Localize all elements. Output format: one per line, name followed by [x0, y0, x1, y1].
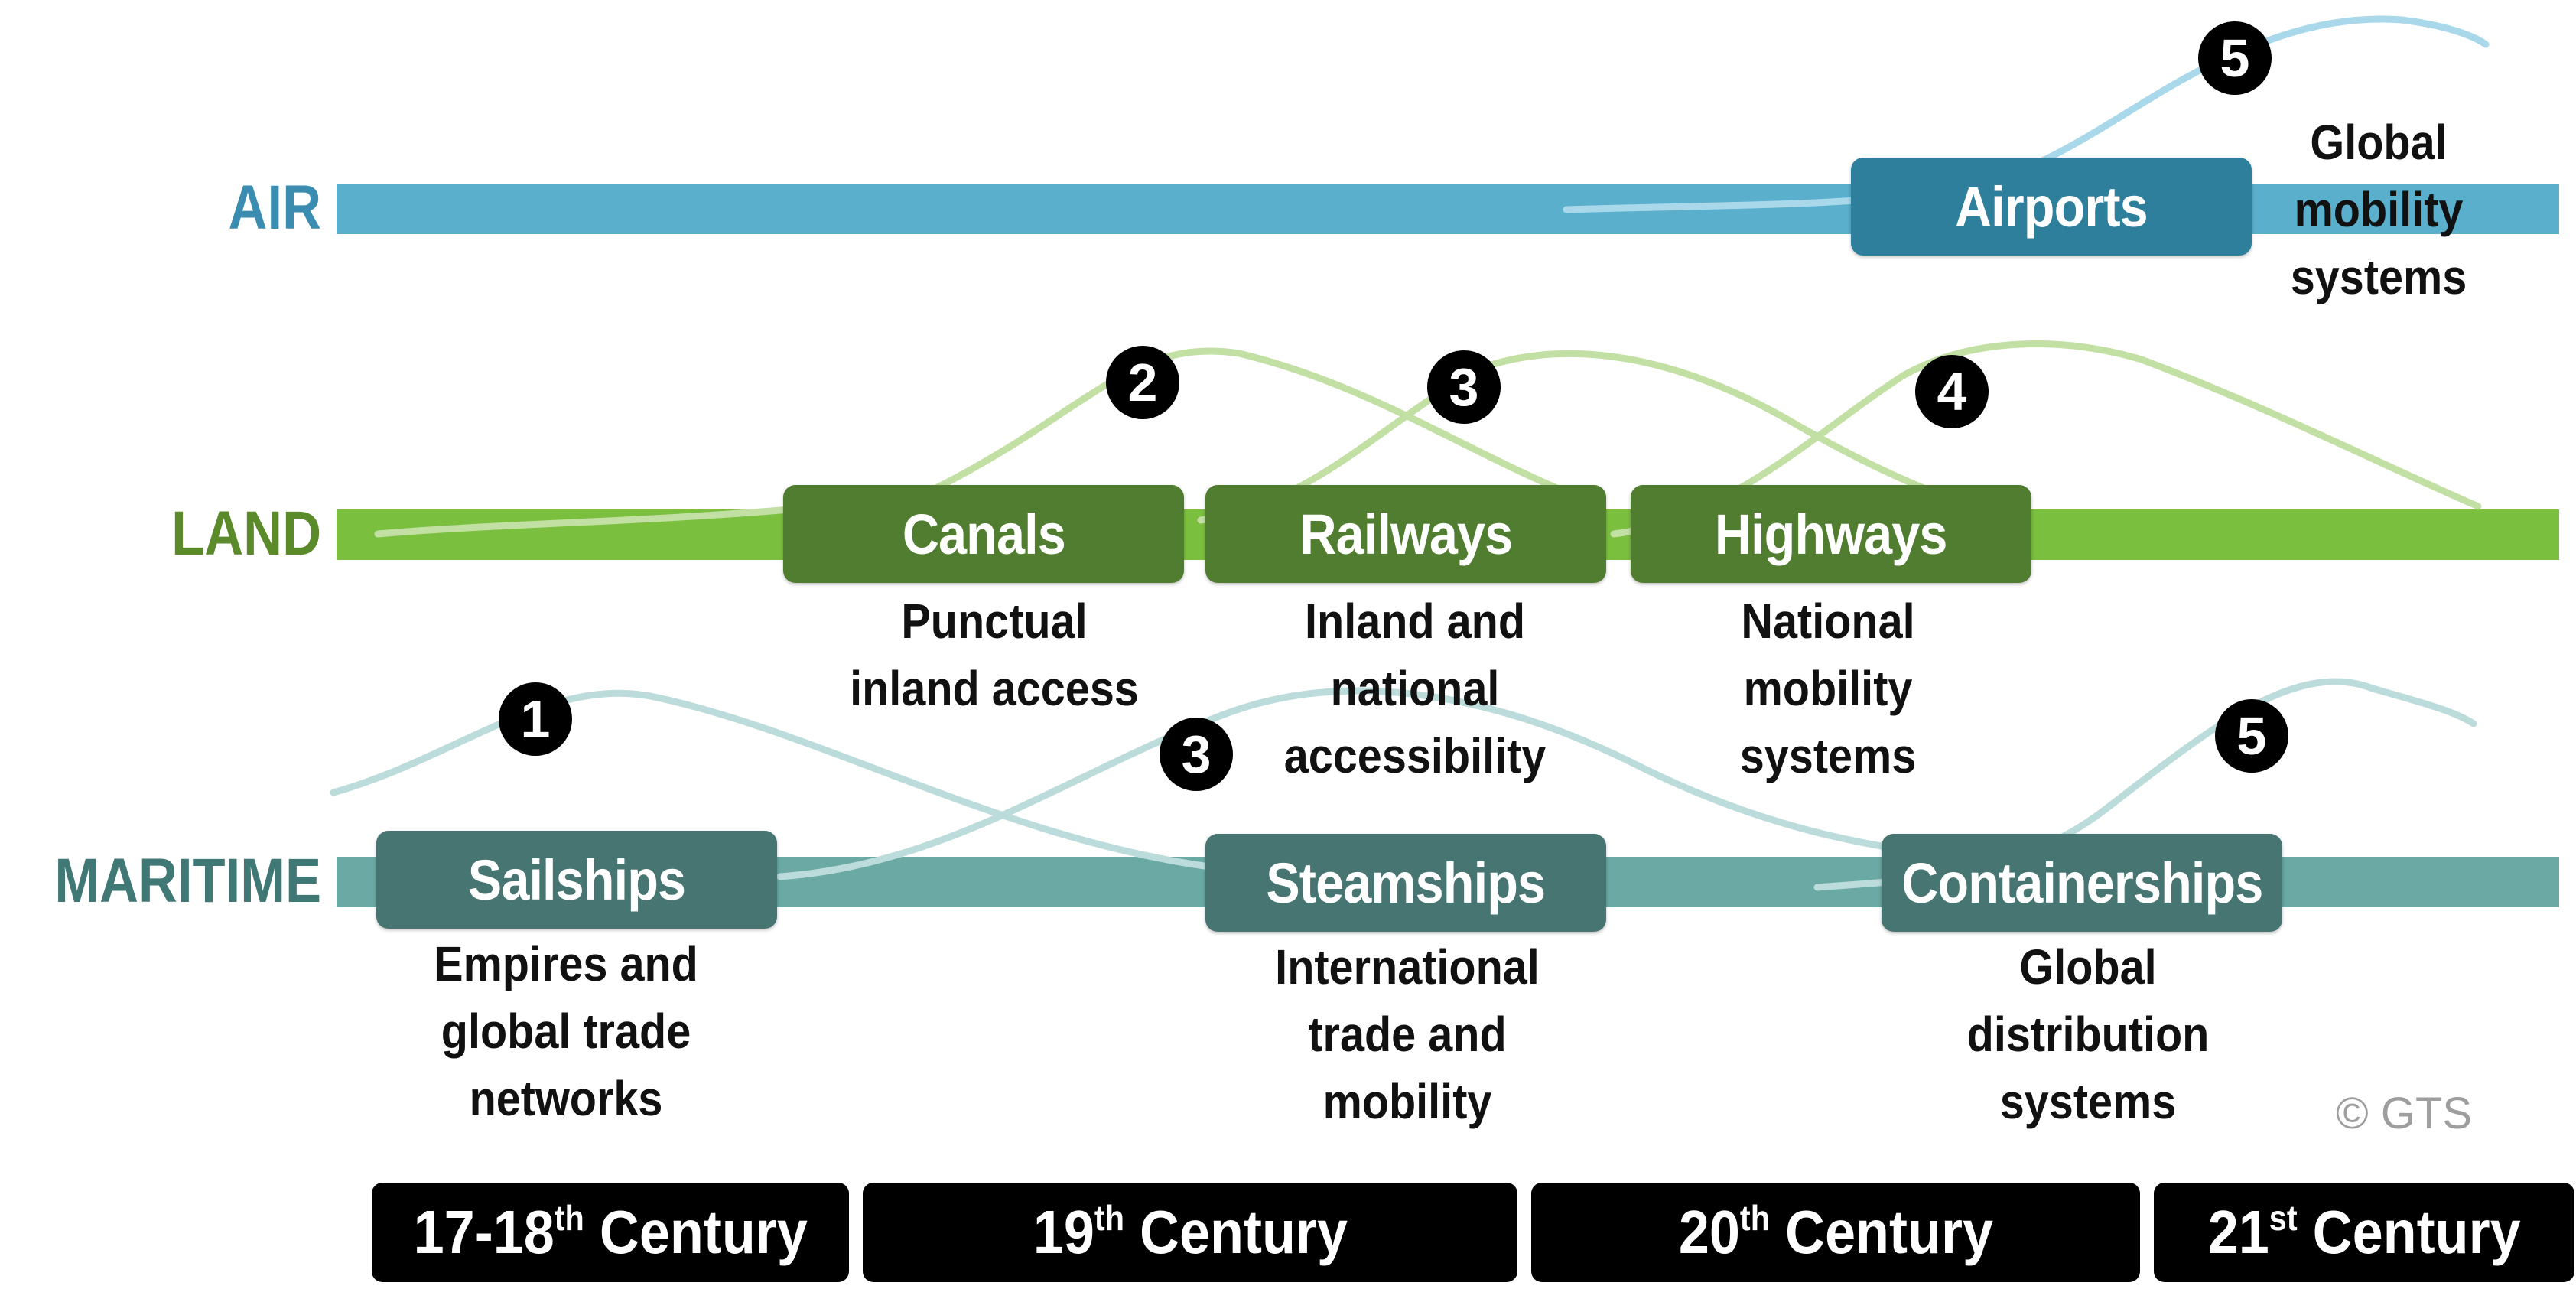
- description-sailships: Empires and global trade networks: [398, 930, 734, 1132]
- century-19: 19th Century: [863, 1183, 1517, 1282]
- badge-3-maritime: 3: [1160, 718, 1233, 791]
- description-line: Empires and: [434, 936, 698, 991]
- mode-label-land: LAND: [171, 499, 321, 568]
- description-line: mobility: [1743, 661, 1913, 716]
- description-line: Inland and: [1305, 594, 1525, 649]
- century-17-18: 17-18th Century: [372, 1183, 849, 1282]
- description-line: distribution: [1966, 1007, 2210, 1062]
- description-highways: National mobility systems: [1667, 588, 1989, 789]
- description-steamships: International trade and mobility: [1239, 933, 1576, 1135]
- description-line: International: [1275, 939, 1540, 994]
- description-line: systems: [1999, 1074, 2177, 1129]
- description-line: inland access: [850, 661, 1139, 716]
- node-steamships: Steamships: [1205, 834, 1606, 932]
- wave-4-highways: [1610, 340, 2482, 538]
- node-railways: Railways: [1205, 485, 1606, 583]
- wave-3-railways: [1197, 350, 2023, 524]
- description-air: Global mobility systems: [2241, 109, 2516, 311]
- badge-1: 1: [499, 682, 572, 756]
- description-line: Punctual: [901, 594, 1088, 649]
- node-canals: Canals: [783, 485, 1184, 583]
- badge-5-maritime: 5: [2215, 699, 2288, 773]
- mode-label-maritime: MARITIME: [54, 846, 321, 916]
- century-21: 21st Century: [2154, 1183, 2574, 1282]
- mode-label-air: AIR: [228, 173, 321, 242]
- badge-4: 4: [1915, 355, 1989, 428]
- badge-3-land: 3: [1427, 350, 1501, 424]
- wave-3-steamships: [776, 687, 1992, 880]
- description-line: systems: [2290, 249, 2467, 304]
- description-canals: Punctual inland access: [811, 588, 1178, 722]
- description-containerships: Global distribution systems: [1927, 933, 2249, 1135]
- node-airports: Airports: [1851, 158, 2252, 256]
- description-line: trade and: [1308, 1007, 1507, 1062]
- badge-2: 2: [1106, 346, 1179, 419]
- description-line: National: [1741, 594, 1915, 649]
- wave-5-air: [1563, 15, 2490, 213]
- node-containerships: Containerships: [1882, 834, 2282, 932]
- description-railways: Inland and national accessibility: [1239, 588, 1591, 789]
- century-20: 20th Century: [1531, 1183, 2140, 1282]
- description-line: mobility: [1322, 1074, 1492, 1129]
- copyright-notice: © GTS: [2336, 1089, 2473, 1138]
- description-line: networks: [469, 1071, 663, 1126]
- wave-2-canals: [374, 347, 1564, 538]
- description-line: accessibility: [1283, 728, 1547, 783]
- description-line: mobility: [2294, 182, 2464, 237]
- description-line: Global: [2310, 115, 2448, 170]
- description-line: national: [1330, 661, 1500, 716]
- description-line: systems: [1739, 728, 1917, 783]
- node-sailships: Sailships: [376, 831, 777, 929]
- description-line: global trade: [441, 1004, 691, 1059]
- description-line: Global: [2019, 939, 2157, 994]
- node-highways: Highways: [1631, 485, 2031, 583]
- wave-1-sailships: [330, 689, 1220, 871]
- badge-5-air: 5: [2198, 21, 2272, 95]
